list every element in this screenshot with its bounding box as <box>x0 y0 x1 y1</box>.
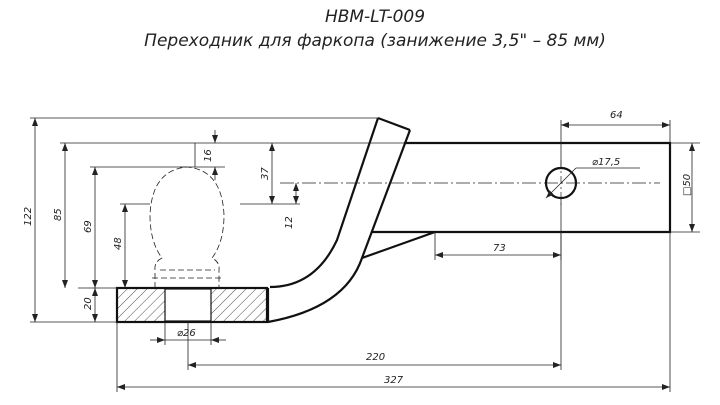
drop-bar-inner <box>267 129 412 324</box>
ball-shank-hole <box>164 288 212 322</box>
dim-327: 327 <box>384 375 404 386</box>
dim-50: □50 <box>682 174 693 196</box>
drawing-title: Переходник для фаркопа (занижение 3,5" –… <box>144 31 606 51</box>
dim-16: 16 <box>203 149 214 162</box>
dim-37: 37 <box>260 167 271 180</box>
dim-122: 122 <box>23 207 34 226</box>
dim-48: 48 <box>113 237 124 250</box>
dimension-lines <box>32 118 695 390</box>
receiver-tube <box>404 141 672 234</box>
drop-bar-outer <box>269 117 380 289</box>
dim-85: 85 <box>53 208 64 221</box>
dim-12: 12 <box>284 216 295 229</box>
tow-ball <box>149 166 225 288</box>
dim-hole-diameter: ⌀17,5 <box>592 157 620 168</box>
extension-lines <box>30 117 700 392</box>
hitch-body <box>115 116 672 324</box>
dim-69: 69 <box>83 220 94 233</box>
dim-ball-diameter: ⌀26 <box>177 328 196 339</box>
dim-20: 20 <box>83 297 94 310</box>
dim-73: 73 <box>493 243 506 254</box>
dim-64: 64 <box>610 110 623 121</box>
lower-bracket <box>361 230 436 260</box>
dim-220: 220 <box>366 352 385 363</box>
drawing-code: НВМ-LT-009 <box>324 7 426 27</box>
